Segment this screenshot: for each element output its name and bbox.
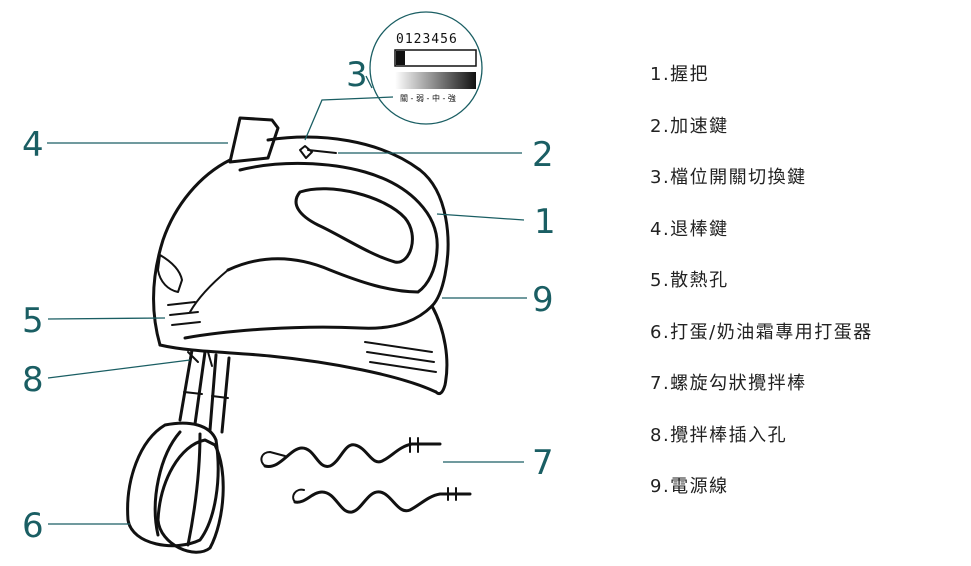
legend-item: 6.打蛋/奶油霜專用打蛋器 <box>650 321 873 343</box>
speed-scale-marker <box>396 51 405 65</box>
legend-item: 8.攪拌棒插入孔 <box>650 424 788 446</box>
callout-9: 9 <box>532 280 554 320</box>
callout-5: 5 <box>22 301 44 341</box>
callout-8: 8 <box>22 360 44 400</box>
speed-scale-digits: 0123456 <box>396 32 458 47</box>
vent-holes-right <box>364 341 437 373</box>
leader-lines <box>47 75 527 525</box>
callout-6: 6 <box>22 506 44 546</box>
dough-hooks <box>260 437 472 514</box>
vent-holes-left <box>167 301 201 326</box>
callout-4: 4 <box>22 125 44 165</box>
callout-1: 1 <box>534 202 556 242</box>
parts-legend: 1.握把 2.加速鍵 3.檔位開關切換鍵 4.退棒鍵 5.散熱孔 6.打蛋/奶油… <box>650 60 970 524</box>
legend-item: 2.加速鍵 <box>650 115 729 137</box>
speed-scale-window <box>394 49 477 67</box>
speed-scale-labels: 關 - 弱 - 中 - 強 <box>400 93 456 103</box>
callout-2: 2 <box>532 135 554 175</box>
speed-gradient-bar <box>395 72 476 89</box>
callout-7: 7 <box>532 443 554 483</box>
mixer-body <box>152 116 450 396</box>
beater-whisks <box>126 348 231 554</box>
legend-item: 4.退棒鍵 <box>650 218 729 240</box>
legend-item: 9.電源線 <box>650 476 729 497</box>
legend-item: 3.檔位開關切換鍵 <box>650 167 807 188</box>
legend-item: 5.散熱孔 <box>650 270 729 291</box>
legend-item: 7.螺旋勾狀攪拌棒 <box>650 373 807 394</box>
callout-3: 3 <box>346 55 368 95</box>
legend-item: 1.握把 <box>650 64 710 85</box>
speed-indicator-inset: 0123456 關 - 弱 - 中 - 強 <box>369 11 483 125</box>
